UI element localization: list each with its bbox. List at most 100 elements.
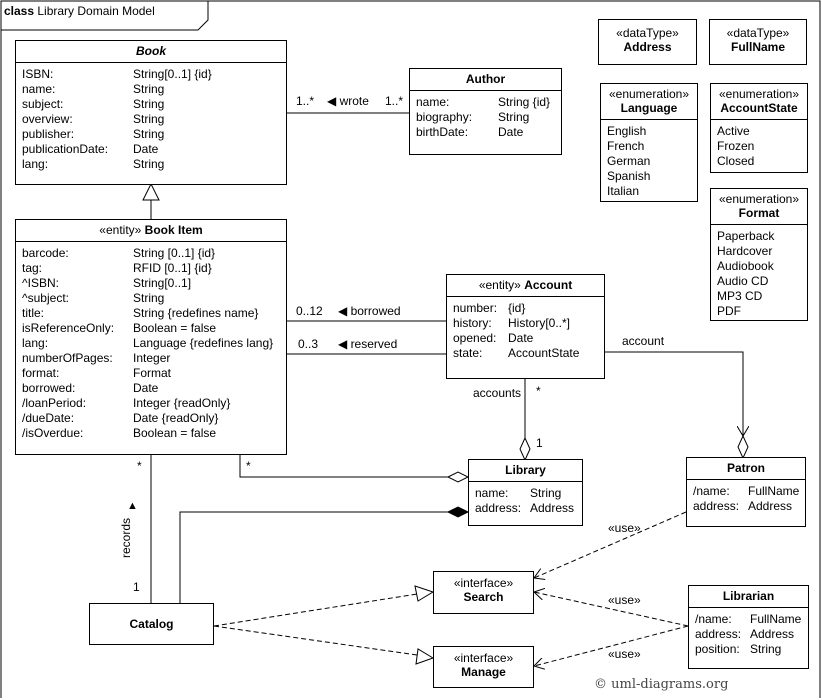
attribute-type: Date (508, 331, 534, 345)
interface-search[interactable]: «interface» Search (433, 571, 534, 614)
class-author-name: Author (465, 72, 506, 86)
enum-language-stereotype: «enumeration» (608, 87, 690, 101)
datatype-address[interactable]: «dataType» Address (598, 19, 697, 65)
class-catalog[interactable]: Catalog (89, 603, 214, 645)
enum-literal: Active (717, 124, 750, 138)
frame-name: Library Domain Model (37, 4, 155, 18)
attribute-type: String (133, 291, 165, 305)
datatype-fullname[interactable]: «dataType» FullName (709, 19, 807, 65)
enum-literal: Closed (717, 154, 755, 168)
attribute-name: name: (22, 82, 56, 96)
attribute-type: History[0..*] (508, 316, 571, 330)
class-book-name: Book (136, 44, 166, 58)
aggregation-diamond-library (519, 436, 531, 462)
attribute-type: Date (133, 142, 159, 156)
attribute-name: name: (416, 95, 450, 109)
enum-format-stereotype: «enumeration» (718, 192, 800, 206)
aggregation-diamond-patron (737, 434, 749, 460)
class-bookitem-name: Book Item (144, 223, 203, 237)
label-account-role: account (622, 334, 665, 348)
attribute-type: Boolean = false (133, 426, 217, 440)
enum-literal: PDF (717, 304, 741, 318)
interface-search-name: Search (463, 590, 504, 604)
label-records-arrow: ▲ (127, 500, 138, 512)
attribute-type: AccountState (508, 346, 580, 360)
attribute-name: isReferenceOnly: (22, 321, 115, 335)
label-use-librarian-manage: «use» (608, 647, 641, 661)
attribute-row: tag: RFID [0..1] {id} (22, 261, 280, 276)
attribute-row: biography:String (416, 110, 555, 125)
attribute-name: history: (453, 316, 492, 330)
generalization-arrow (142, 182, 160, 201)
label-reserved: ◀ reserved (338, 337, 398, 351)
label-catalog-one: 1 (133, 580, 140, 594)
attribute-name: number: (453, 301, 498, 315)
attribute-name: tag: (22, 261, 43, 275)
attribute-name: ^subject: (22, 291, 69, 305)
attribute-row: numberOfPages: Integer (22, 351, 280, 366)
attribute-row: subject:String (22, 97, 280, 112)
label-bookitem-star-right: * (246, 459, 251, 473)
attribute-name: lang: (22, 157, 49, 171)
datatype-fullname-stereotype: «dataType» (726, 26, 790, 40)
attribute-row: name:String (22, 82, 280, 97)
class-account-stereotype: «entity» (478, 278, 521, 292)
attribute-name: opened: (453, 331, 497, 345)
attribute-type: String (133, 157, 165, 171)
attribute-name: lang: (22, 336, 49, 350)
use-patron-search (534, 511, 687, 578)
attribute-row: address:Address (693, 499, 799, 514)
assoc-account-patron (604, 351, 743, 436)
label-wrote-mult-book: 1..* (296, 94, 315, 108)
class-bookitem[interactable]: «entity» Book Item barcode:String [0..1]… (15, 219, 287, 455)
composition-diamond (446, 506, 470, 518)
attribute-type: String (530, 486, 562, 500)
class-account[interactable]: «entity» Account number: {id} history: Hist… (446, 274, 605, 379)
attribute-row: number: {id} (453, 301, 598, 316)
attribute-name: ^ISBN: (22, 276, 59, 290)
attribute-type: RFID [0..1] {id} (133, 261, 212, 275)
attribute-row: ISBN:String[0..1] {id} (22, 67, 280, 82)
attribute-row: /dueDate:Date {readOnly} (22, 411, 280, 426)
attribute-type: String (133, 112, 165, 126)
attribute-type: String[0..1] (133, 276, 192, 290)
attribute-row: /name:FullName (695, 612, 802, 627)
interface-manage-name: Manage (461, 665, 506, 679)
attribute-row: lang:Language {redefines lang} (22, 336, 280, 351)
attribute-type: Date (498, 125, 524, 139)
frame-keyword: class (4, 4, 35, 18)
assoc-bookitem-library (239, 455, 448, 478)
copyright: © uml-diagrams.org (594, 677, 729, 692)
attribute-row: publisher:String (22, 127, 280, 142)
attribute-row: /name:FullName (693, 484, 799, 499)
attribute-name: publicationDate: (22, 142, 109, 156)
attribute-name: format: (22, 366, 60, 380)
attribute-type: String {id} (498, 95, 551, 109)
attribute-type: Date {readOnly} (133, 411, 219, 425)
attribute-name: numberOfPages: (22, 351, 113, 365)
enum-literal: Audiobook (717, 259, 774, 273)
attribute-type: Integer (133, 351, 171, 365)
attribute-type: String (498, 110, 530, 124)
attribute-type: {id} (508, 301, 526, 315)
class-account-name: Account (524, 278, 573, 292)
attribute-row: ^ISBN: String[0..1] (22, 276, 280, 291)
attribute-name: overview: (22, 112, 73, 126)
label-records: records (119, 517, 134, 559)
label-reserved-mult: 0..3 (298, 337, 319, 351)
attribute-name: /loanPeriod: (22, 396, 87, 410)
interface-manage[interactable]: «interface» Manage (433, 646, 534, 688)
